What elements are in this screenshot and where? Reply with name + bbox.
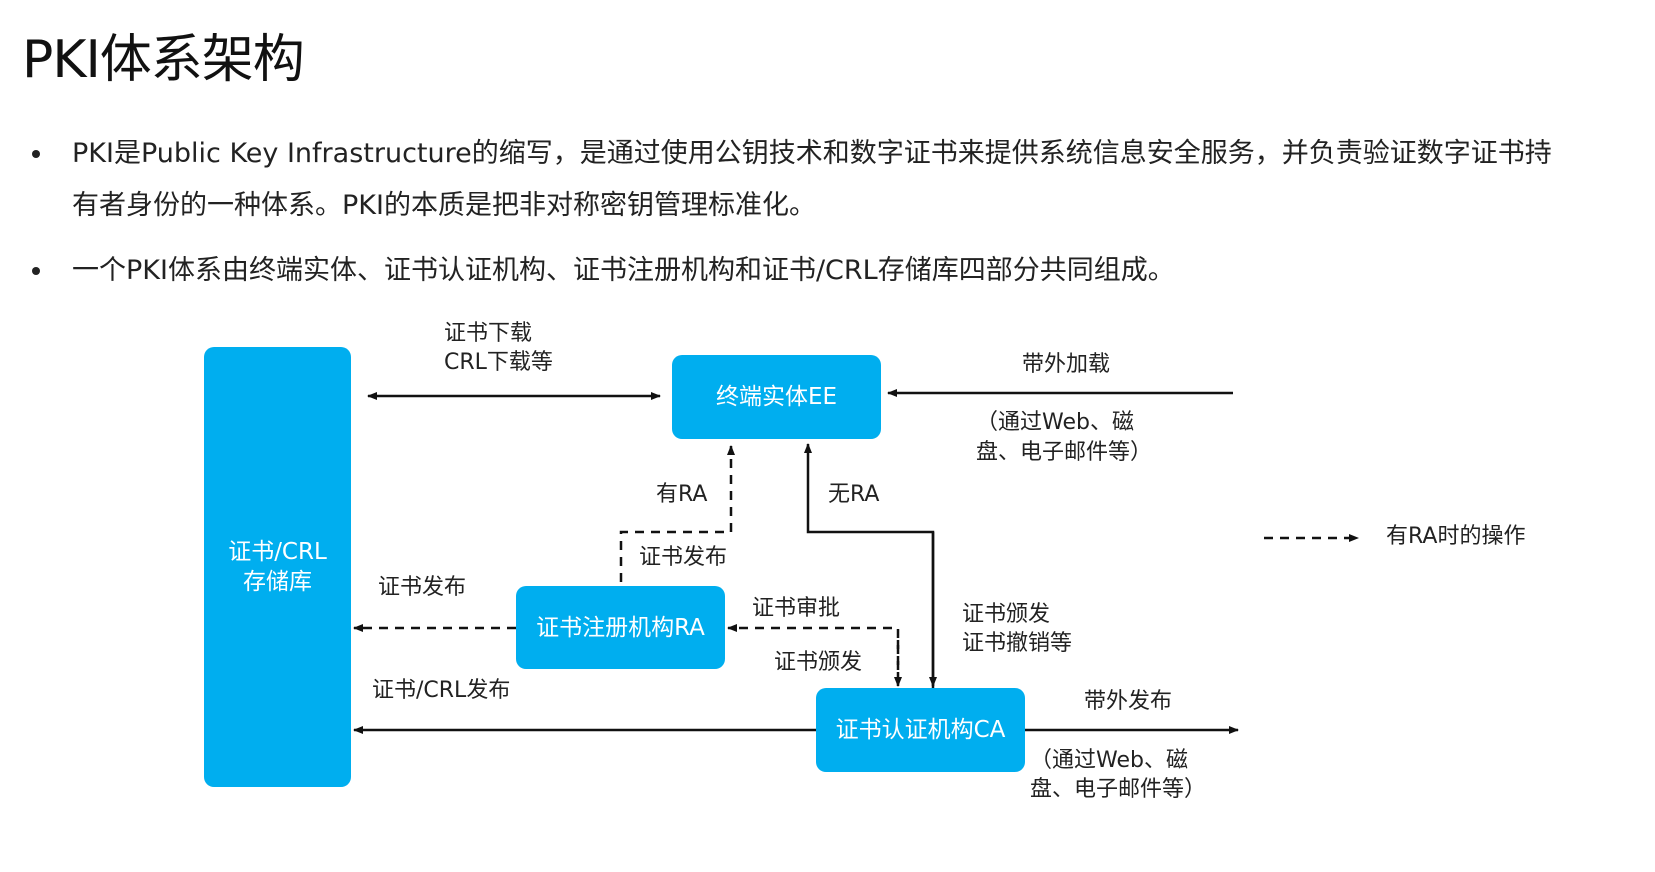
node-ca-label: 证书认证机构CA	[835, 717, 1006, 743]
node-ra: 证书注册机构RA	[516, 586, 725, 669]
node-end-entity-label: 终端实体EE	[715, 384, 838, 410]
label-ca-issue-line2: 证书撤销等	[962, 631, 1073, 656]
label-oob-load: 带外加载	[1022, 352, 1111, 377]
label-oob-publish-note-line1: （通过Web、磁	[1030, 748, 1188, 773]
label-ra-publish-repo: 证书发布	[378, 575, 467, 600]
node-repository-label-line1: 证书/CRL	[228, 539, 327, 565]
node-repository-label-line2: 存储库	[243, 569, 312, 595]
label-oob-publish-note-line2: 盘、电子邮件等）	[1030, 777, 1207, 802]
node-ra-label: 证书注册机构RA	[536, 614, 705, 641]
label-cert-approve: 证书审批	[752, 596, 841, 621]
bullet-dot-icon	[32, 150, 40, 158]
label-cert-issue: 证书颁发	[774, 650, 863, 675]
label-ra-publish-down: 证书发布	[639, 545, 728, 570]
label-ca-issue-line1: 证书颁发	[962, 602, 1051, 627]
arrow-ra-ee-dashed	[619, 445, 735, 582]
node-repository: 证书/CRL 存储库	[204, 347, 351, 787]
arrow-ca-ra-dashed	[727, 624, 900, 686]
legend-label: 有RA时的操作	[1386, 524, 1526, 549]
label-download-line1: 证书下载	[444, 321, 533, 346]
label-download-line2: CRL下载等	[444, 350, 553, 375]
bullet-text: PKI是Public Key Infrastructure的缩写，是通过使用公钥…	[72, 138, 1552, 221]
label-crl-publish: 证书/CRL发布	[372, 678, 511, 703]
label-oob-load-note-line2: 盘、电子邮件等）	[976, 440, 1153, 465]
label-oob-publish: 带外发布	[1084, 689, 1173, 714]
label-with-ra: 有RA	[656, 482, 708, 507]
page-title: PKI体系架构	[22, 30, 305, 90]
bullet-text: 一个PKI体系由终端实体、证书认证机构、证书注册机构和证书/CRL存储库四部分共…	[72, 255, 1175, 286]
label-oob-load-note-line1: （通过Web、磁	[976, 410, 1134, 435]
node-ca: 证书认证机构CA	[816, 688, 1025, 772]
label-without-ra: 无RA	[828, 482, 880, 507]
node-end-entity: 终端实体EE	[672, 355, 881, 439]
bullet-dot-icon	[32, 267, 40, 275]
